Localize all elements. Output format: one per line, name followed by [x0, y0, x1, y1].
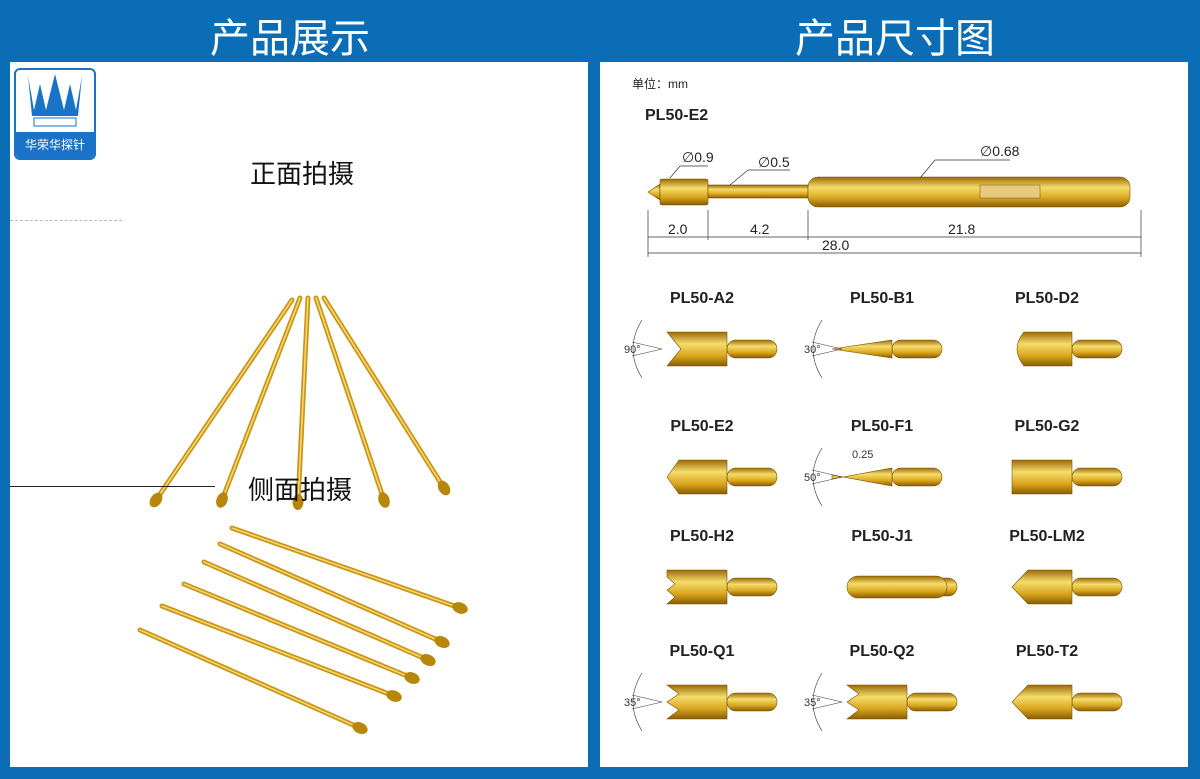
tip-model-label: PL50-E2: [670, 418, 734, 435]
dia-plunger: ∅0.5: [758, 154, 790, 170]
probe-highlight: [155, 299, 293, 501]
probe-highlight: [323, 297, 445, 489]
crown-logo-icon: [28, 74, 82, 127]
probe-highlight: [183, 583, 413, 679]
dim-barrel: 21.8: [948, 221, 975, 237]
probe-tip: [420, 654, 436, 666]
tip-model-label: PL50-Q2: [849, 643, 915, 660]
brand-logo: 华荣华探针: [14, 68, 96, 160]
dimension-drawing-panel: 单位：mm PL50-E2 ∅0.9 ∅0.5 ∅0.68 2.0 4.2 21…: [600, 62, 1188, 767]
tip-model-label: PL50-G2: [1014, 418, 1080, 435]
tip-angle: 90°: [624, 344, 641, 356]
brand-name: 华荣华探针: [16, 132, 94, 158]
left-title: 产品展示: [210, 16, 370, 62]
tip-drawing: [846, 575, 958, 599]
tip-drawing: [666, 569, 778, 605]
probe-tip: [216, 492, 228, 508]
side-view-photo: [137, 525, 468, 734]
probe-highlight: [161, 605, 395, 697]
tip-drawing: [1011, 459, 1123, 495]
front-caption: 正面拍摄: [250, 160, 355, 190]
tip-angle: 35°: [624, 697, 641, 709]
probe-highlight: [231, 527, 461, 609]
tip-model-label: PL50-T2: [1015, 643, 1079, 660]
tip-model-label: PL50-F1: [850, 418, 914, 435]
probe-tip: [386, 690, 402, 702]
tip-drawing: [1016, 331, 1123, 367]
product-display-panel: 华荣华探针 正面拍摄 侧面拍摄: [10, 62, 588, 767]
tip-drawing: 30°: [804, 319, 943, 379]
tip-drawing: 35°: [804, 672, 958, 732]
probe-tip: [292, 494, 304, 510]
tip-model-label: PL50-D2: [1014, 290, 1080, 307]
tip-model-label: PL50-LM2: [1009, 528, 1085, 545]
probe-highlight: [315, 297, 385, 501]
probe-highlight: [219, 543, 443, 643]
tip-model-label: PL50-H2: [669, 528, 735, 545]
probe-highlight: [221, 297, 301, 501]
tip-model-label: PL50-Q1: [669, 643, 735, 660]
probe-highlight: [203, 561, 429, 661]
probe-tip: [149, 492, 163, 508]
tip-angle: 30°: [804, 344, 821, 356]
tip-drawing: 90°: [624, 319, 778, 379]
front-view-photo: [149, 295, 451, 510]
dim-total: 28.0: [822, 237, 849, 253]
main-probe-drawing: ∅0.9 ∅0.5 ∅0.68 2.0 4.2 21.8 28.0: [647, 143, 1142, 257]
unit-label: 单位：mm: [632, 77, 688, 91]
main-model-label: PL50-E2: [645, 107, 709, 124]
tip-angle: 35°: [804, 697, 821, 709]
tip-model-label: PL50-A2: [669, 290, 735, 307]
divider: [10, 486, 215, 487]
probe-tip: [452, 602, 468, 614]
dim-tip: 2.0: [668, 221, 688, 237]
tip-drawing: [666, 459, 778, 495]
probe-tip: [437, 480, 451, 496]
dia-head: ∅0.9: [682, 149, 714, 165]
probe-tip: [434, 636, 450, 648]
probe-shape: [647, 176, 1131, 208]
probe-highlight: [297, 297, 309, 503]
probe-tip: [378, 492, 390, 508]
tip-drawing: [1011, 569, 1123, 605]
probe-tip: [404, 672, 420, 684]
probe-tip: [352, 722, 368, 734]
right-title: 产品尺寸图: [795, 16, 995, 62]
tip-model-label: PL50-J1: [851, 528, 913, 545]
tip-note: 0.25: [852, 449, 873, 461]
tip-drawing: 35°: [624, 672, 778, 732]
side-caption: 侧面拍摄: [248, 476, 353, 506]
tip-drawing: [1011, 684, 1123, 720]
tip-model-label: PL50-B1: [849, 290, 915, 307]
dim-plunger: 4.2: [750, 221, 770, 237]
divider: [10, 220, 122, 221]
probe-highlight: [139, 629, 361, 729]
tip-drawing: 50° 0.25: [804, 447, 943, 507]
tip-angle: 50°: [804, 472, 821, 484]
dia-barrel: ∅0.68: [980, 143, 1020, 159]
